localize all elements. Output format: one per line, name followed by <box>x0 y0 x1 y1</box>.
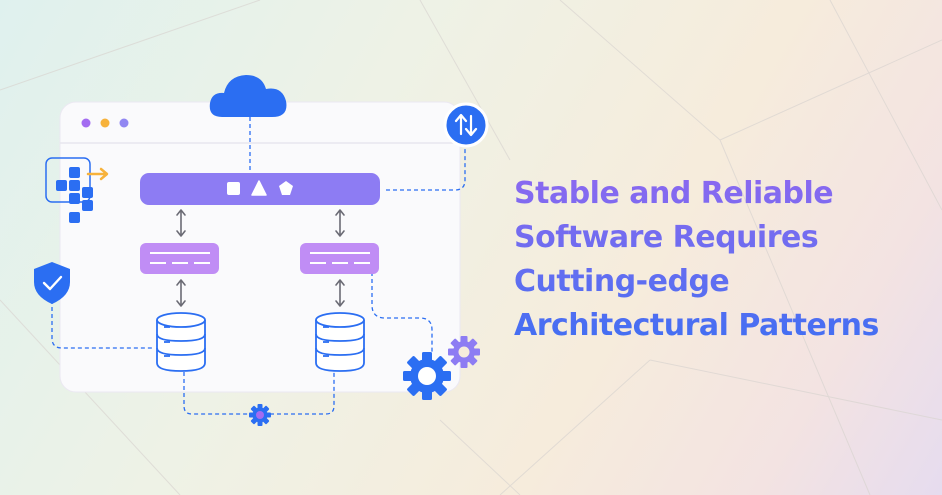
square-icon <box>227 182 240 195</box>
pentagon-icon <box>279 181 293 195</box>
triangle-icon <box>251 180 267 196</box>
service-box-left <box>140 243 219 274</box>
headline: Stable and Reliable Software Requires Cu… <box>514 172 924 348</box>
shield-check-icon <box>34 262 70 304</box>
gear-icon <box>403 352 451 400</box>
data-blocks-icon <box>45 157 109 223</box>
window-dot-purple <box>81 118 91 128</box>
headline-line-1: Stable and Reliable <box>514 176 834 211</box>
headline-line-2: Software Requires <box>514 220 819 255</box>
architecture-illustration <box>34 75 489 426</box>
database-icon <box>156 312 206 372</box>
cloud-icon <box>209 75 287 117</box>
database-icon <box>315 312 365 372</box>
service-box-right <box>300 243 379 274</box>
window-dot-lavender <box>119 118 129 128</box>
gear-icon <box>448 336 480 368</box>
headline-line-3: Cutting-edge <box>514 264 730 299</box>
headline-line-4: Architectural Patterns <box>514 308 879 343</box>
gateway-bar <box>140 173 380 205</box>
gear-icon <box>249 404 271 426</box>
sync-arrows-icon <box>443 102 489 148</box>
window-dot-yellow <box>100 118 110 128</box>
